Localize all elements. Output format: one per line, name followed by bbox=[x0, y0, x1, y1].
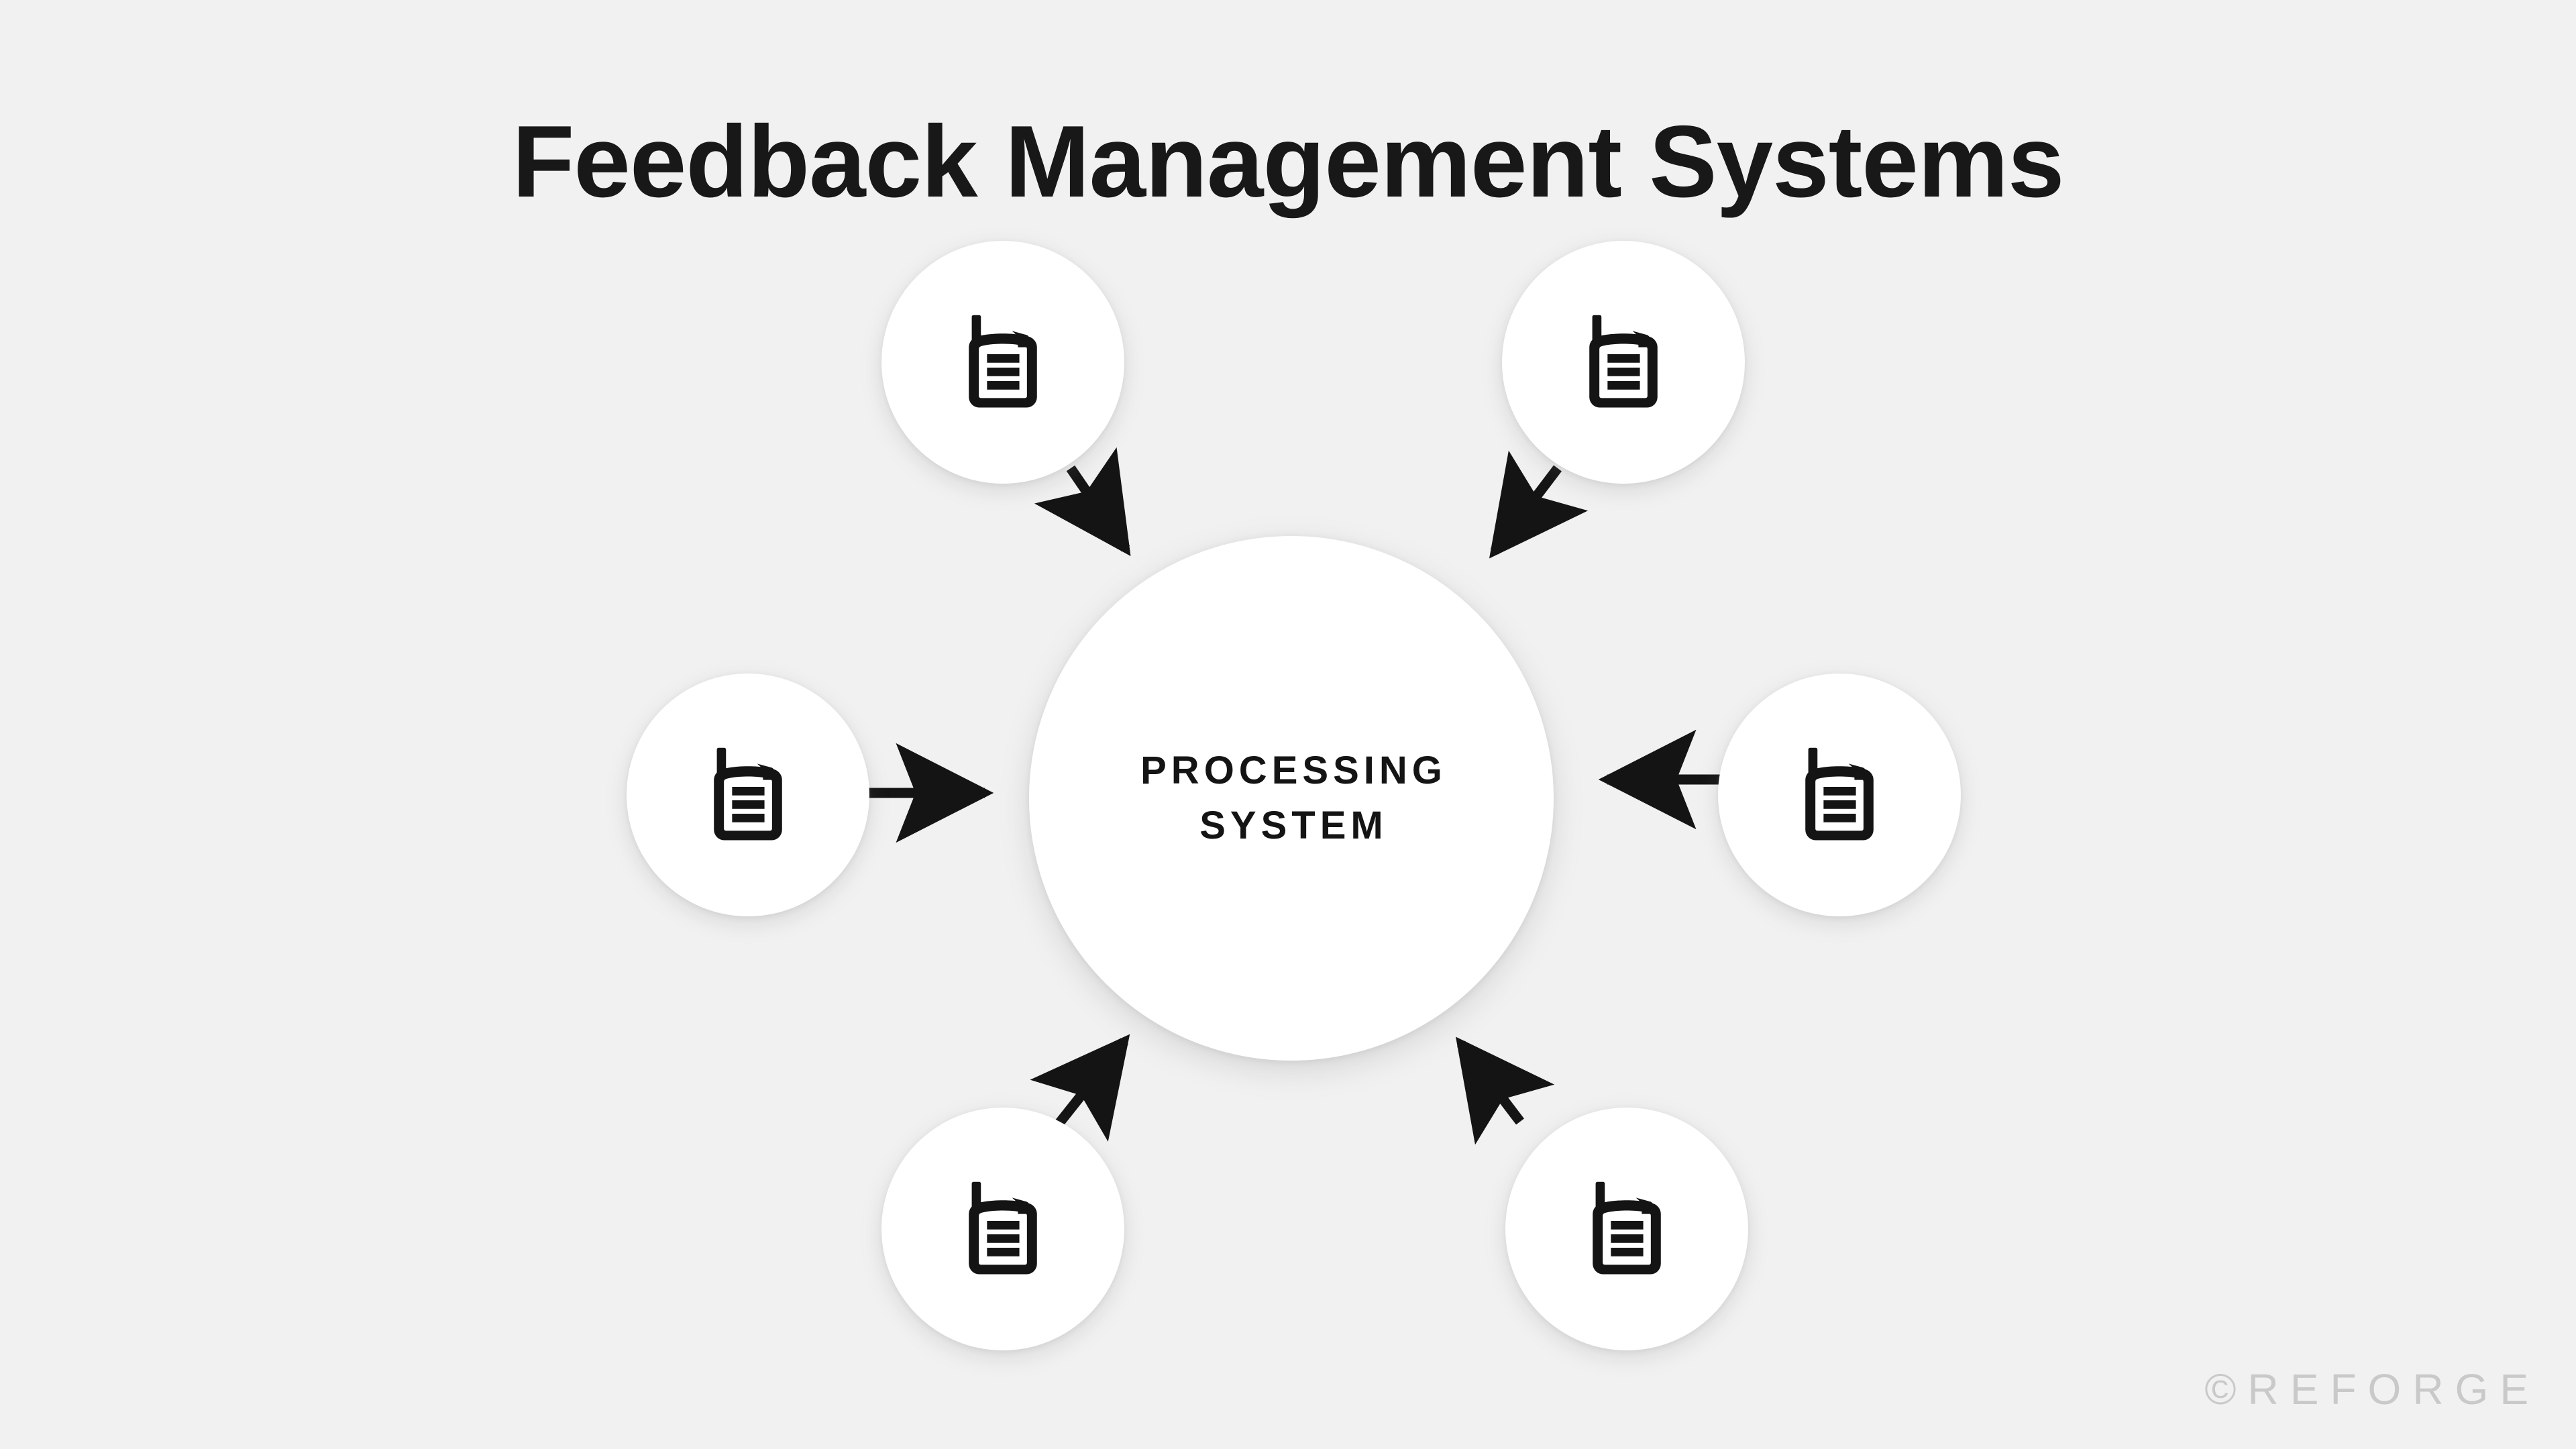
processing-system-node[interactable]: PROCESSING SYSTEM bbox=[1029, 536, 1554, 1061]
page-title: Feedback Management Systems bbox=[512, 104, 2064, 219]
walkie-talkie-icon bbox=[687, 733, 809, 858]
arrow-top-left-to-hub bbox=[1034, 447, 1131, 556]
arrow-bottom-right-to-hub bbox=[1455, 1036, 1555, 1145]
arrow-bottom-left-to-hub bbox=[1030, 1034, 1130, 1142]
feedback-source-bottom-left-node[interactable] bbox=[881, 1108, 1124, 1350]
feedback-source-bottom-right-node[interactable] bbox=[1505, 1108, 1748, 1350]
feedback-source-right-node[interactable] bbox=[1718, 674, 1961, 916]
feedback-source-top-right-node[interactable] bbox=[1502, 241, 1745, 484]
walkie-talkie-icon bbox=[1562, 300, 1684, 425]
feedback-source-left-node[interactable] bbox=[627, 674, 869, 916]
processing-system-label: PROCESSING SYSTEM bbox=[1140, 748, 1447, 847]
walkie-talkie-icon bbox=[1778, 733, 1900, 858]
reforge-watermark: ©REFORGE bbox=[2204, 1365, 2540, 1413]
arrow-top-right-to-hub bbox=[1489, 450, 1589, 559]
walkie-talkie-icon bbox=[1566, 1167, 1688, 1292]
feedback-source-top-left-node[interactable] bbox=[881, 241, 1124, 484]
walkie-talkie-icon bbox=[942, 1167, 1064, 1292]
walkie-talkie-icon bbox=[942, 300, 1064, 425]
